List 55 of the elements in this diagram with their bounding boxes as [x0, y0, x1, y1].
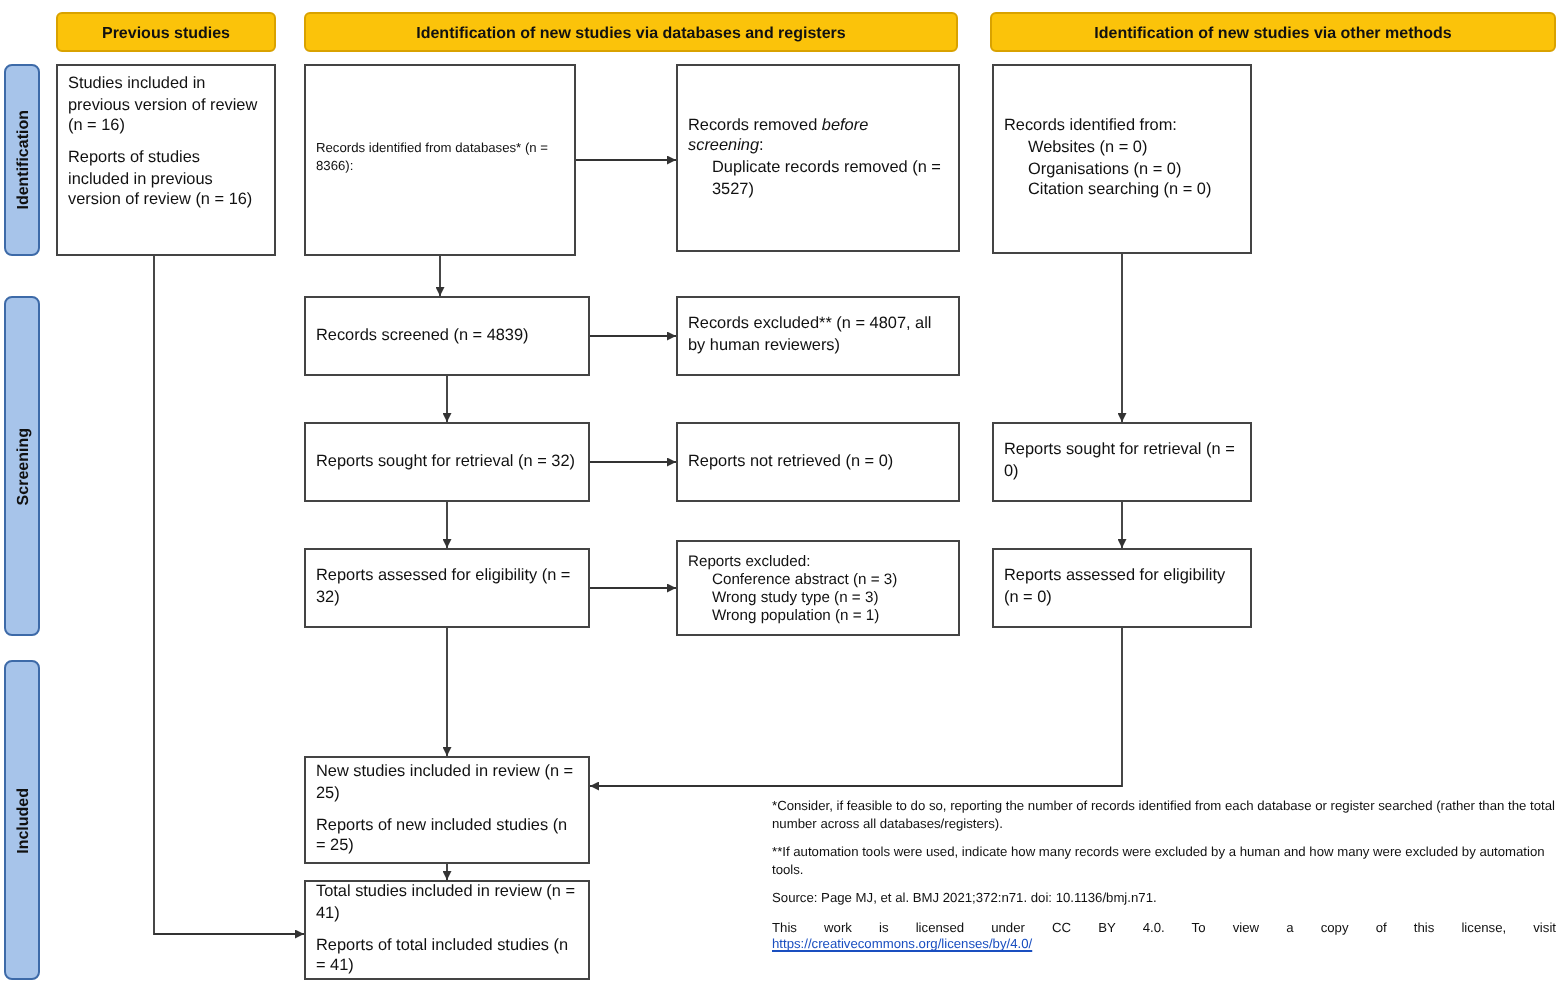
arrow: [589, 583, 677, 593]
stage-label: Included: [13, 787, 31, 853]
box-text: New studies included in review (n = 25): [316, 762, 576, 805]
box-text: Organisations (n = 0): [1026, 159, 1184, 181]
process-box: [676, 422, 960, 502]
column-header: Identification of new studies via databases and registers: [304, 12, 958, 52]
stage-label: Identification: [13, 110, 31, 210]
column-header: Identification of new studies via other methods: [990, 12, 1556, 52]
stage-band: [4, 64, 40, 256]
arrow: [442, 863, 452, 881]
process-box: [676, 540, 960, 636]
process-box: [304, 296, 590, 376]
arrow: [575, 155, 677, 165]
arrow: [589, 627, 1123, 791]
box-text: Reports assessed for eligibility (n = 0): [1004, 566, 1228, 610]
box-text: Duplicate records removed (n = 3527): [710, 158, 943, 201]
process-box: [992, 422, 1252, 502]
stage-label: Screening: [13, 427, 31, 505]
box-text: Records identified from:: [1004, 116, 1179, 138]
stage-band: [4, 660, 40, 980]
stage-band: [4, 296, 40, 636]
arrow: [589, 331, 677, 341]
process-box: [304, 64, 576, 256]
box-text: Reports assessed for eligibility (n = 32): [316, 566, 573, 610]
box-text: Reports of new included studies (n = 25): [316, 815, 570, 858]
box-text: Reports not retrieved (n = 0): [688, 451, 896, 473]
arrow: [442, 627, 452, 757]
box-text: Reports sought for retrieval (n = 0): [1004, 440, 1237, 484]
arrow: [153, 255, 305, 939]
box-text: Reports of studies included in previous version of review (n = 16): [68, 147, 255, 212]
process-box: [304, 422, 590, 502]
column-header: Previous studies: [56, 12, 276, 52]
arrow: [435, 255, 445, 297]
box-text: Reports of total included studies (n = 41): [316, 935, 571, 978]
arrow: [442, 501, 452, 549]
arrow: [1117, 501, 1127, 549]
box-text: Websites (n = 0): [1026, 137, 1150, 159]
box-text: Records excluded** (n = 4807, all by human reviewers): [688, 314, 934, 358]
box-text: Records removed before screening:: [688, 115, 871, 158]
arrow: [442, 375, 452, 423]
box-text: Records screened (n = 4839): [316, 325, 531, 347]
process-box: [304, 548, 590, 628]
box-text: Total studies included in review (n = 41): [316, 882, 577, 925]
box-text: Citation searching (n = 0): [1026, 180, 1214, 202]
arrow: [1117, 253, 1127, 423]
box-text: Reports sought for retrieval (n = 32): [316, 451, 577, 473]
arrow: [589, 457, 677, 467]
process-box: [676, 296, 960, 376]
process-box: [992, 64, 1252, 254]
process-box: [676, 64, 960, 252]
process-box: [992, 548, 1252, 628]
box-text: Studies included in previous version of review (n = 16): [68, 74, 260, 138]
process-box: [304, 880, 590, 980]
process-box: [304, 756, 590, 864]
process-box: [56, 64, 276, 256]
